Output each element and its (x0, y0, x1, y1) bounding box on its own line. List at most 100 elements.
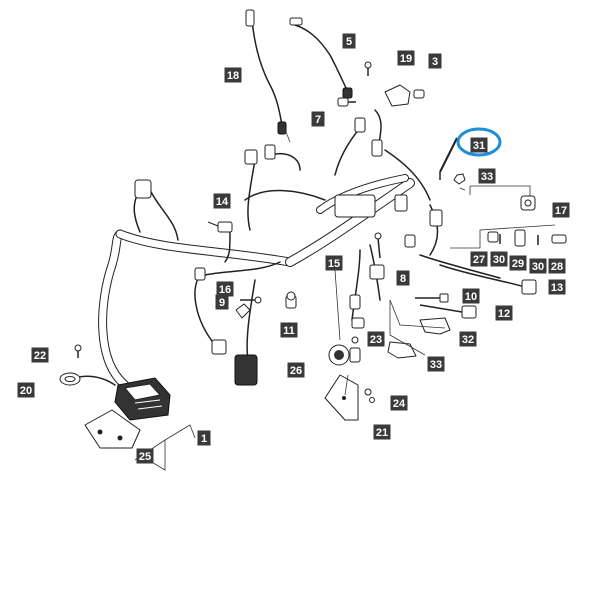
bracket-21 (324, 374, 359, 421)
callout-5: 5 (342, 33, 356, 49)
callout-box (470, 251, 488, 267)
callout-box (213, 193, 231, 209)
callout-box (311, 111, 325, 127)
pin-28 (551, 234, 567, 244)
callout-22: 22 (31, 347, 49, 363)
nut-24 (364, 388, 375, 403)
callout-26: 26 (287, 362, 305, 378)
callout-box (548, 258, 566, 274)
callout-number: 15 (328, 258, 340, 270)
callout-19: 19 (397, 50, 415, 66)
bracket-33-lower (387, 341, 417, 359)
callout-number: 20 (20, 385, 32, 397)
callout-box (215, 294, 229, 310)
bolt-16 (240, 296, 262, 304)
callout-box (548, 279, 566, 295)
callout-27: 27 (470, 251, 488, 267)
callout-box (459, 331, 477, 347)
callout-box (390, 395, 408, 411)
callout-number: 21 (376, 427, 388, 439)
callout-number: 10 (465, 291, 477, 303)
callout-17: 17 (552, 202, 570, 218)
sensor-17 (520, 195, 536, 211)
callout-13: 13 (548, 279, 566, 295)
callout-number: 31 (473, 140, 485, 152)
callout-number: 29 (512, 258, 524, 270)
callout-number: 17 (555, 205, 567, 217)
bolt-8 (374, 232, 382, 259)
callout-number: 25 (139, 451, 151, 463)
spacer-29 (514, 229, 526, 247)
callout-14: 14 (213, 193, 231, 209)
callout-9: 9 (215, 294, 229, 310)
callout-28: 28 (548, 258, 566, 274)
bracket-32 (419, 317, 451, 335)
callout-box (509, 255, 527, 271)
sensor-11 (285, 291, 297, 309)
callout-box (552, 202, 570, 218)
bolt-22 (74, 344, 82, 358)
detail-leaders (450, 185, 556, 249)
callout-number: 23 (370, 334, 382, 346)
callout-box (280, 322, 298, 338)
callout-number: 12 (498, 308, 510, 320)
callout-number: 28 (551, 261, 563, 273)
callout-box (367, 331, 385, 347)
callout-number: 11 (283, 325, 295, 337)
callout-box (342, 33, 356, 49)
callout-box (287, 362, 305, 378)
callout-box (31, 347, 49, 363)
callout-box (478, 168, 496, 184)
callout-number: 33 (481, 171, 493, 183)
callout-number: 24 (393, 398, 406, 410)
callout-box (136, 448, 154, 464)
sensor-19 (384, 84, 425, 107)
callout-number: 19 (400, 53, 412, 65)
callout-7: 7 (311, 111, 325, 127)
callout-number: 16 (219, 284, 231, 296)
callout-box (197, 430, 211, 446)
callout-number: 7 (315, 114, 321, 126)
callout-1: 1 (197, 430, 211, 446)
callout-number: 18 (227, 70, 239, 82)
callout-number: 13 (551, 282, 563, 294)
bushing-27 (487, 231, 499, 243)
sensor-12 (419, 304, 477, 319)
callout-18: 18 (224, 67, 242, 83)
callout-box (428, 53, 442, 69)
callout-box (325, 255, 343, 271)
callout-box (396, 270, 410, 286)
callout-10: 10 (462, 288, 480, 304)
bolt-9 (235, 303, 251, 319)
callout-32: 32 (459, 331, 477, 347)
callout-21: 21 (373, 424, 391, 440)
ecu-module (114, 377, 171, 421)
callout-number: 22 (34, 350, 46, 362)
callout-20: 20 (17, 382, 35, 398)
rod-31 (439, 137, 458, 180)
connector-group (134, 117, 443, 386)
callout-number: 32 (462, 334, 474, 346)
callout-16: 16 (216, 281, 234, 297)
sensor-5 (289, 17, 353, 99)
callout-box (490, 251, 508, 267)
callout-8: 8 (396, 270, 410, 286)
callout-12: 12 (495, 305, 513, 321)
sensor-14 (207, 221, 233, 233)
callout-33b: 33 (427, 356, 445, 372)
leader-32-33 (389, 299, 446, 356)
bolt-10 (415, 293, 449, 303)
bracket-25 (84, 409, 141, 449)
callout-box (427, 356, 445, 372)
callout-number: 27 (473, 254, 485, 266)
callout-box (495, 305, 513, 321)
callout-number: 30 (493, 254, 505, 266)
callout-31: 31 (470, 137, 488, 153)
main-harness-bundle (98, 174, 415, 390)
callout-25: 25 (136, 448, 154, 464)
grommet-26 (328, 344, 361, 366)
callout-number: 26 (290, 365, 302, 377)
highlight-ring (456, 127, 502, 157)
